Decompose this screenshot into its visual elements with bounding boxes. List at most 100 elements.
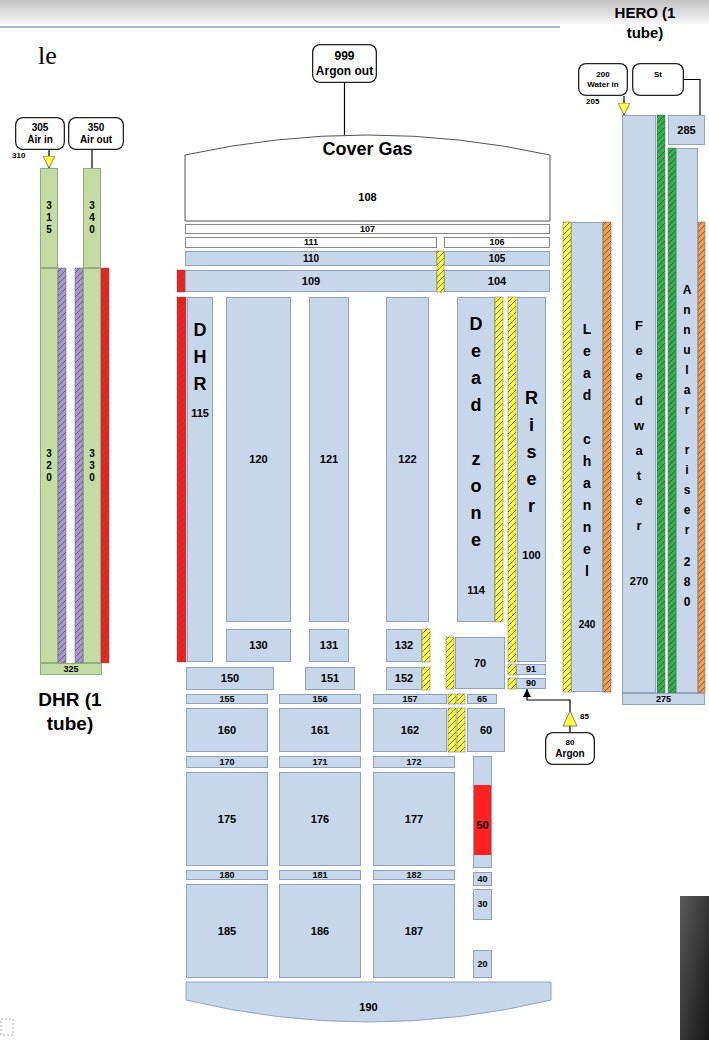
boundary-condition-box: 200Water in: [578, 63, 628, 96]
hydraulic-volume: 132: [386, 629, 422, 662]
node-label: 131: [320, 640, 338, 651]
hydraulic-volume: 171: [279, 756, 361, 768]
node-label: 180: [219, 871, 234, 880]
heat-structure: [508, 664, 516, 675]
node-label: 130: [249, 640, 267, 651]
hydraulic-volume: 121: [309, 297, 349, 622]
gas-volume: 106: [444, 237, 550, 248]
heat-structure: [437, 251, 444, 292]
heat-structure: [448, 708, 456, 752]
node-label: 109: [302, 276, 320, 287]
vertical-label: 280: [684, 552, 691, 612]
glyph: r: [525, 493, 538, 520]
heat-structure: [508, 678, 516, 689]
hydraulic-volume: 285: [668, 115, 705, 145]
heat-structure: [495, 297, 503, 622]
vertical-label: 330: [89, 448, 95, 484]
glyph: e: [634, 488, 644, 513]
node-label: 185: [218, 926, 236, 937]
component-caption: DHR (1 tube): [20, 688, 120, 736]
glyph: u: [683, 340, 692, 360]
node-label: 172: [406, 758, 421, 767]
glyph: c: [583, 428, 592, 450]
glyph: l: [683, 360, 692, 380]
air-volume: 325: [40, 663, 102, 675]
node-label: 115: [191, 408, 209, 419]
glyph: [683, 420, 692, 440]
heat-structure: [446, 637, 454, 689]
glyph: a: [583, 472, 592, 494]
glyph: a: [683, 380, 692, 400]
glyph: 2: [46, 460, 52, 472]
glyph: d: [634, 388, 644, 413]
junction-number: 205: [586, 98, 599, 107]
hydraulic-volume: Annular riser280: [676, 148, 698, 693]
glyph: D: [194, 317, 207, 344]
glyph: r: [683, 400, 692, 420]
node-label: 200: [596, 71, 609, 79]
boundary-condition-box: 350Air out: [68, 117, 124, 150]
heat-structure: [58, 268, 66, 663]
node-label: 157: [402, 695, 417, 704]
node-label: 91: [526, 665, 536, 674]
node-label: 155: [219, 695, 234, 704]
hydraulic-volume: 110: [185, 251, 437, 266]
hydraulic-volume: 130: [226, 629, 291, 662]
heat-structure: [563, 222, 571, 692]
hydraulic-volume: 180: [186, 870, 268, 880]
flow-connector: [91, 150, 92, 168]
hydraulic-volume: 181: [279, 870, 361, 880]
glyph: l: [583, 560, 592, 582]
hydraulic-volume: 40: [473, 872, 492, 886]
node-label: 152: [395, 673, 413, 684]
hydraulic-volume: 131: [309, 629, 349, 662]
node-label: 111: [304, 238, 318, 247]
flow-connector: [344, 83, 345, 135]
node-label: 104: [488, 276, 506, 287]
glyph: d: [470, 392, 483, 419]
node-label: 160: [218, 725, 236, 736]
hydraulic-volume: 156: [279, 694, 361, 704]
junction-number: 310: [12, 152, 25, 161]
hydraulic-volume: 60: [467, 708, 505, 752]
glyph: r: [683, 440, 692, 460]
junction-number: 85: [580, 713, 589, 722]
glyph: F: [634, 313, 644, 338]
boundary-condition-box: St: [632, 63, 684, 96]
hydraulic-volume: 160: [186, 708, 268, 752]
glyph: H: [194, 344, 207, 371]
node-label: 275: [656, 695, 671, 704]
heat-structure: [422, 667, 430, 690]
vertical-label: Feedwater: [634, 313, 644, 538]
node-label: 108: [358, 192, 376, 203]
hydraulic-volume: 175: [186, 772, 268, 866]
title-fragment: le: [38, 42, 57, 71]
node-label: 182: [406, 871, 421, 880]
junction-triangle: [563, 711, 577, 726]
hydraulic-volume: 30: [473, 889, 492, 920]
placeholder-frame: [1, 1019, 13, 1035]
hydraulic-volume: 155: [186, 694, 268, 704]
node-label: 122: [398, 454, 416, 465]
lower-plenum-shape: [186, 982, 551, 1022]
node-label: Cover Gas: [322, 140, 412, 158]
node-label: 170: [219, 758, 234, 767]
vertical-label: Dead zone: [470, 311, 483, 554]
heat-structure: [448, 694, 456, 704]
glyph: a: [470, 365, 483, 392]
hydraulic-volume: 150: [186, 667, 274, 690]
heat-structure: [457, 708, 465, 752]
hydraulic-volume: DHR115: [187, 297, 213, 662]
glyph: d: [583, 384, 592, 406]
node-label: 114: [467, 585, 485, 596]
glyph: s: [525, 439, 538, 466]
hydraulic-volume: 50: [473, 756, 492, 868]
vertical-label: 340: [89, 200, 95, 236]
glyph: i: [525, 412, 538, 439]
glyph: h: [583, 450, 592, 472]
hydraulic-volume: Lead channel240: [571, 222, 603, 692]
hydraulic-volume: 170: [186, 756, 268, 768]
node-label: 50: [476, 820, 488, 831]
glyph: 5: [46, 224, 52, 236]
